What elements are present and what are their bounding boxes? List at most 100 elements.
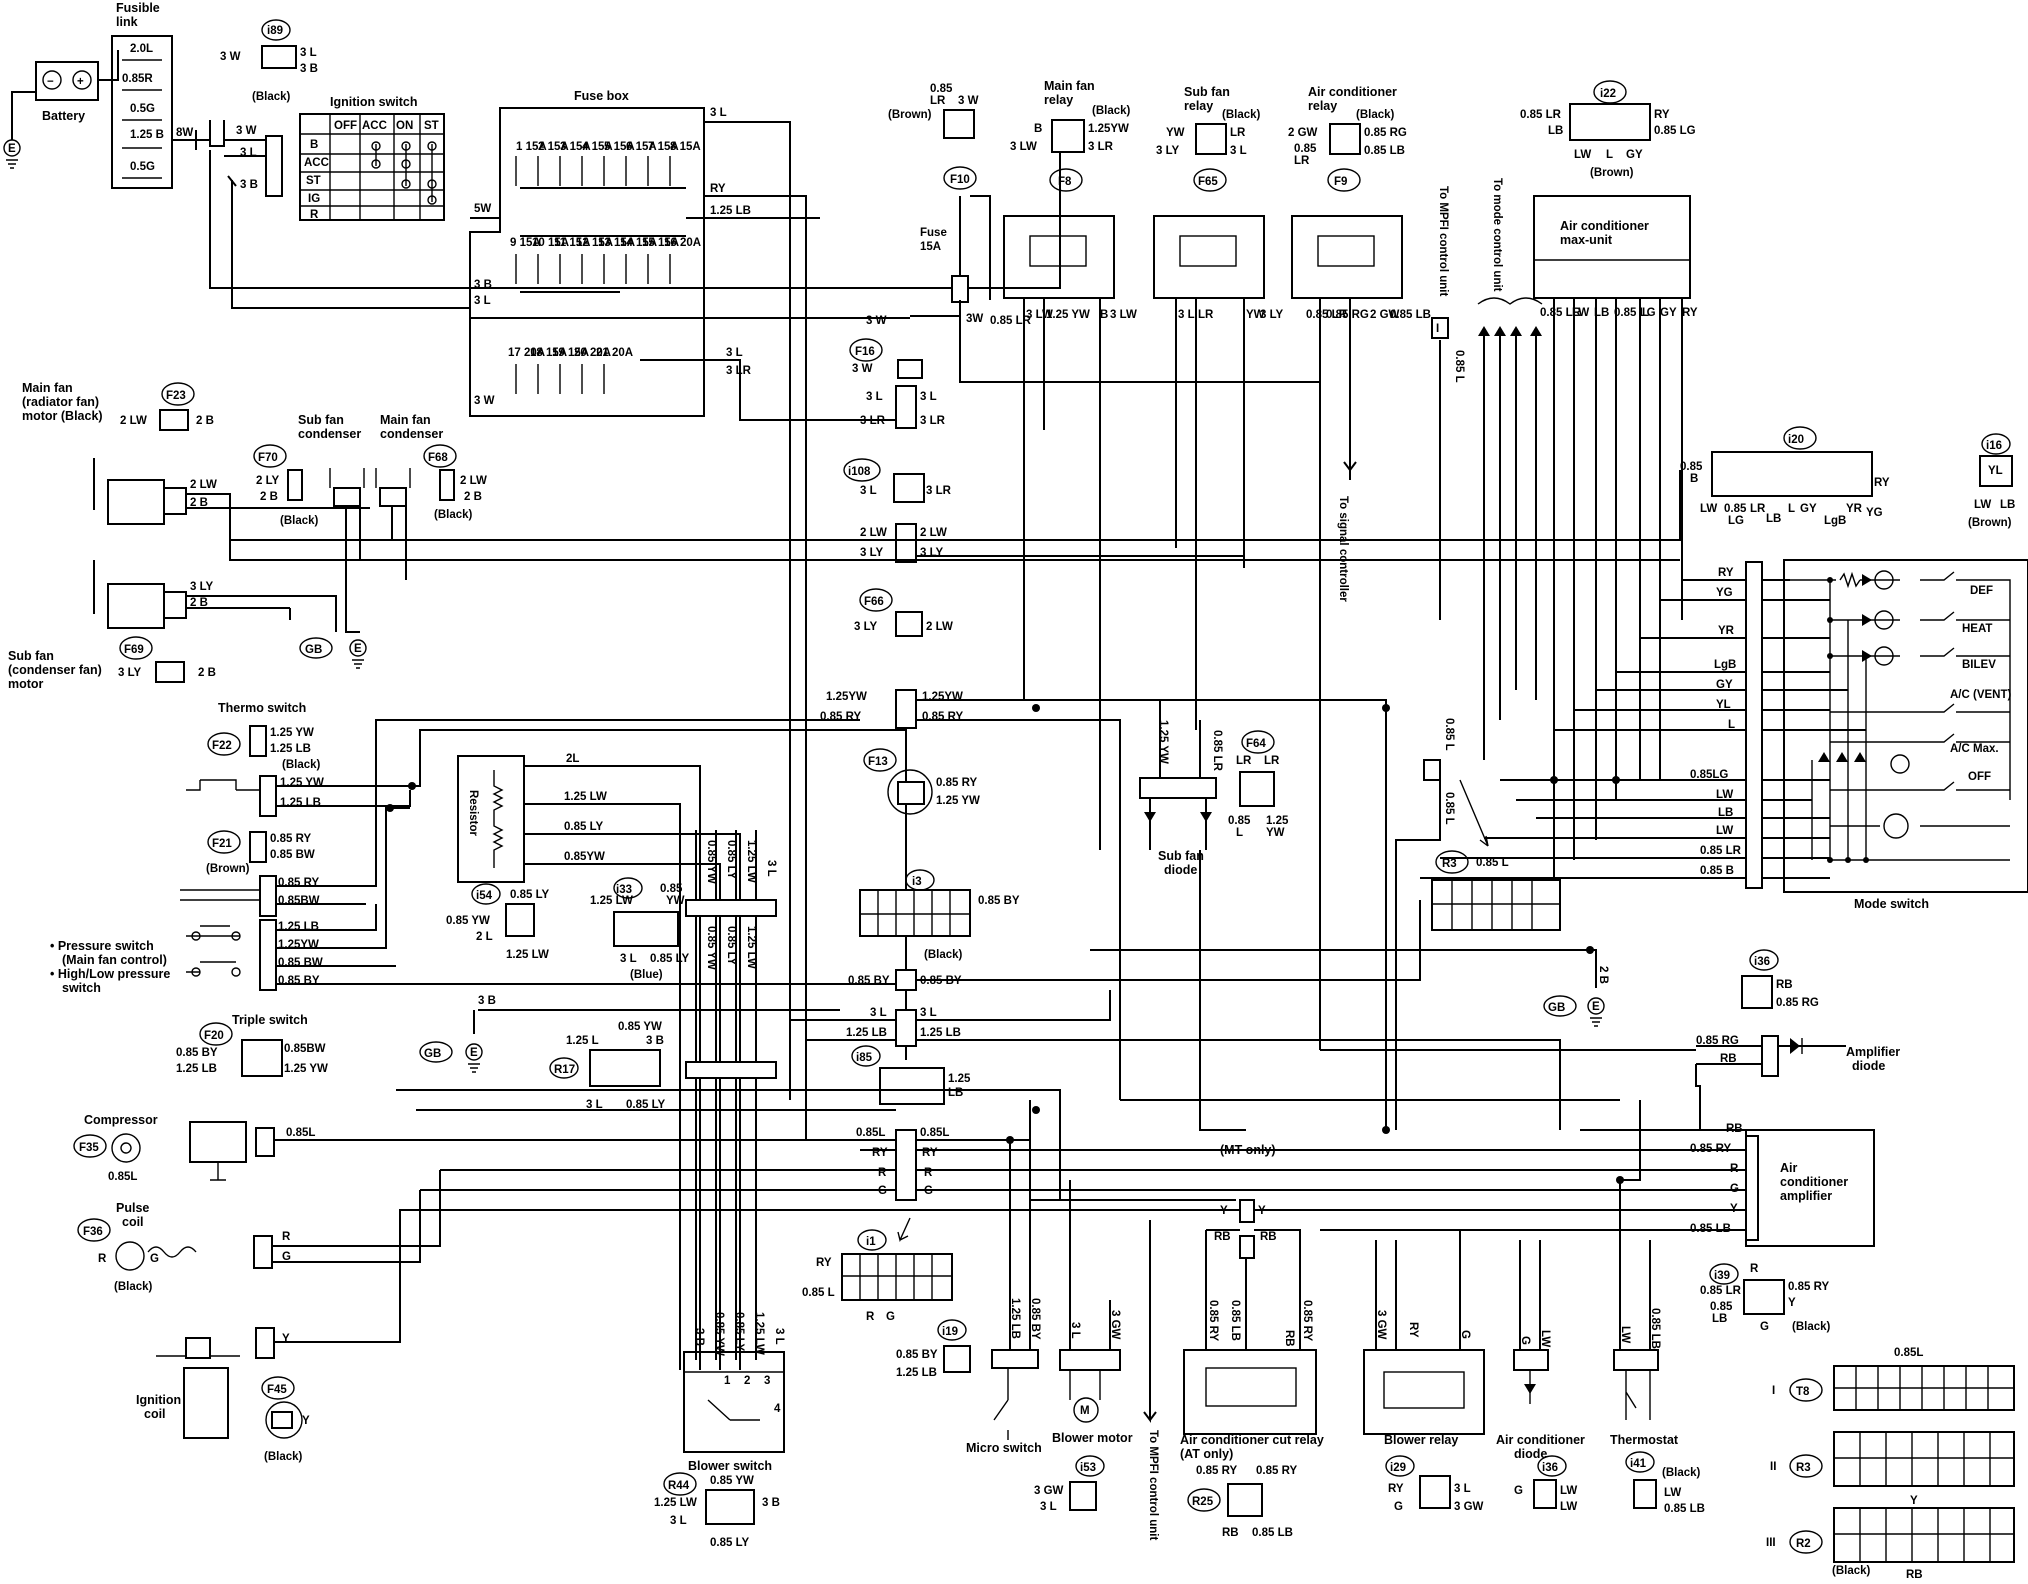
- svg-text:R: R: [878, 1167, 887, 1179]
- svg-text:2 B: 2 B: [190, 497, 208, 509]
- svg-text:B: B: [1690, 473, 1698, 485]
- svg-text:0.85: 0.85: [930, 83, 953, 95]
- svg-text:YW: YW: [1266, 827, 1285, 839]
- svg-text:0.85L: 0.85L: [920, 1127, 949, 1139]
- blower-motor-label: Blower motor: [1052, 1431, 1133, 1445]
- connector-T8: I T8 0.85L: [1772, 1347, 2015, 1411]
- svg-text:YW: YW: [1246, 309, 1265, 321]
- svg-text:3 LW: 3 LW: [1026, 309, 1053, 321]
- svg-text:RB: RB: [1214, 1231, 1231, 1243]
- svg-text:YL: YL: [1716, 699, 1731, 711]
- svg-text:5 15A: 5 15A: [604, 141, 635, 153]
- svg-text:IG: IG: [308, 193, 320, 205]
- svg-text:RY: RY: [1654, 109, 1670, 121]
- svg-text:0.85 YW: 0.85 YW: [705, 840, 717, 884]
- svg-text:Y: Y: [1220, 1205, 1228, 1217]
- svg-text:GY: GY: [1716, 679, 1733, 691]
- svg-text:2 GW: 2 GW: [1288, 127, 1318, 139]
- svg-text:2L: 2L: [566, 753, 579, 765]
- svg-text:0.85 LY: 0.85 LY: [564, 821, 604, 833]
- svg-text:3 B: 3 B: [478, 995, 496, 1007]
- svg-text:0.85 LB: 0.85 LB: [1252, 1527, 1293, 1539]
- svg-text:YG: YG: [1716, 587, 1733, 599]
- svg-text:9 15A: 9 15A: [510, 237, 541, 249]
- svg-text:LR: LR: [1750, 503, 1766, 515]
- svg-text:2 B: 2 B: [190, 597, 208, 609]
- connector-i41: i41 (Black) LW0.85 LB: [1625, 1451, 1705, 1515]
- svg-text:1.25 YW: 1.25 YW: [1046, 309, 1090, 321]
- svg-text:(Blue): (Blue): [630, 969, 663, 981]
- svg-text:F69: F69: [124, 644, 144, 656]
- svg-text:1.25 LB: 1.25 LB: [278, 921, 319, 933]
- svg-text:(Black): (Black): [434, 509, 473, 521]
- svg-text:i22: i22: [1600, 88, 1616, 100]
- svg-text:Y: Y: [282, 1333, 290, 1345]
- svg-text:3: 3: [764, 1375, 770, 1387]
- svg-text:1.25 LB: 1.25 LB: [846, 1027, 887, 1039]
- svg-text:Pulse: Pulse: [116, 1201, 149, 1215]
- svg-text:0.85R: 0.85R: [122, 73, 153, 85]
- svg-text:3 15A: 3 15A: [560, 141, 591, 153]
- svg-text:0.85BW: 0.85BW: [284, 1043, 326, 1055]
- svg-text:RY: RY: [1388, 1483, 1404, 1495]
- svg-text:A/C (VENT): A/C (VENT): [1950, 689, 2012, 701]
- svg-text:0.85 BY: 0.85 BY: [896, 1349, 938, 1361]
- svg-text:0.85 LR: 0.85 LR: [1306, 309, 1348, 321]
- svg-text:F20: F20: [204, 1030, 224, 1042]
- svg-text:1.25 LB: 1.25 LB: [280, 797, 321, 809]
- svg-text:0.85 RY: 0.85 RY: [936, 777, 977, 789]
- svg-text:LB: LB: [1548, 125, 1563, 137]
- svg-text:LR: LR: [1294, 155, 1310, 167]
- svg-text:2 LY: 2 LY: [256, 475, 280, 487]
- svg-text:(Black): (Black): [252, 91, 291, 103]
- svg-text:i3: i3: [912, 876, 922, 888]
- svg-text:3 LR: 3 LR: [926, 485, 952, 497]
- svg-text:3 L: 3 L: [866, 391, 883, 403]
- svg-text:0.85 BW: 0.85 BW: [278, 957, 323, 969]
- svg-text:RY: RY: [816, 1257, 832, 1269]
- svg-text:3 L: 3 L: [773, 1328, 785, 1345]
- svg-text:OFF: OFF: [334, 120, 357, 132]
- svg-text:0.85 LB: 0.85 LB: [1229, 1300, 1241, 1341]
- svg-text:LB: LB: [1712, 1313, 1727, 1325]
- svg-text:E: E: [1592, 1001, 1600, 1013]
- svg-text:L: L: [1788, 503, 1795, 515]
- svg-text:0.5G: 0.5G: [130, 103, 155, 115]
- svg-text:G: G: [1459, 1330, 1471, 1339]
- connector-i53: i53 3 GW3 L: [1034, 1455, 1105, 1513]
- svg-text:YG: YG: [1866, 507, 1883, 519]
- svg-text:E: E: [470, 1047, 478, 1059]
- ground-gb-3: 3 B GB E: [419, 995, 840, 1073]
- svg-text:BILEV: BILEV: [1962, 659, 1996, 671]
- svg-text:(Black): (Black): [282, 759, 321, 771]
- svg-text:0.85 L: 0.85 L: [1443, 718, 1455, 751]
- svg-text:1.25 LB: 1.25 LB: [270, 743, 311, 755]
- svg-text:(Black): (Black): [1832, 1565, 1871, 1577]
- svg-text:3 L: 3 L: [920, 391, 937, 403]
- svg-text:4: 4: [774, 1403, 781, 1415]
- svg-text:0.85 LY: 0.85 LY: [710, 1537, 750, 1549]
- svg-text:LW: LW: [1539, 1330, 1551, 1347]
- svg-text:0.85 LG: 0.85 LG: [1614, 307, 1656, 319]
- svg-text:YL: YL: [1988, 465, 2003, 477]
- svg-text:Y: Y: [302, 1415, 310, 1427]
- svg-text:LR: LR: [1264, 755, 1280, 767]
- mode-wire-labels: RY YG YR LgB GY YL L 0.85LG LW LB LW 0.8…: [1690, 567, 1742, 877]
- svg-text:YW: YW: [666, 895, 685, 907]
- svg-text:(Black): (Black): [1792, 1321, 1831, 1333]
- svg-text:LR: LR: [930, 95, 946, 107]
- svg-text:11 15A: 11 15A: [554, 237, 590, 249]
- svg-text:0.5G: 0.5G: [130, 161, 155, 173]
- svg-text:LB: LB: [2000, 499, 2015, 511]
- svg-text:1.25 LW: 1.25 LW: [590, 895, 633, 907]
- svg-text:Air conditioner: Air conditioner: [1560, 219, 1649, 233]
- svg-text:3 L: 3 L: [765, 860, 777, 877]
- svg-text:2 B: 2 B: [196, 415, 214, 427]
- svg-text:8W: 8W: [176, 127, 193, 139]
